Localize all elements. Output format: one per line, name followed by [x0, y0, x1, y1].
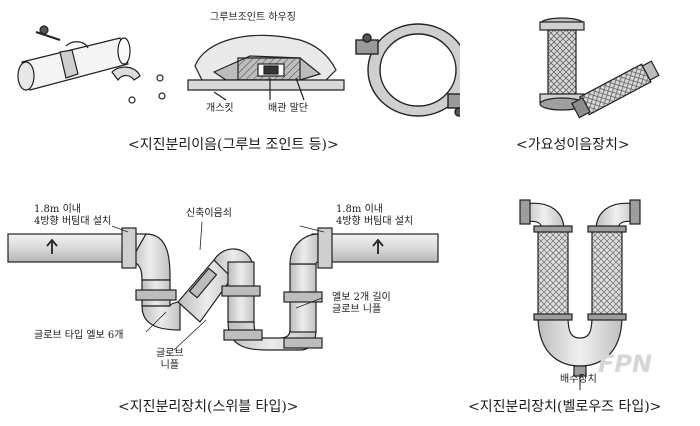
right-pipe — [311, 233, 439, 263]
swivel-caption: <지진분리장치(스위블 타입)> — [118, 399, 299, 415]
globe-elbow-label: 글로브 타입 엘보 6개 — [34, 330, 124, 341]
expansion-joint-label: 신축이음쇠 — [186, 208, 232, 219]
groove-joint-illustration — [17, 23, 460, 117]
pipe-end-label: 배관 말단 — [268, 103, 308, 114]
drain-label: 배수장치 — [560, 374, 597, 385]
flexible-joint-caption: <가요성이음장치> — [516, 137, 630, 153]
groove-joint-caption: <지진분리이음(그루브 조인트 등)> — [128, 137, 339, 153]
swivel-panel: 1.8m 이내 4방향 버팀대 설치 신축이음쇠 1.8m 이내 4방향 버팀대… — [0, 190, 460, 426]
elbow-nipple-label: 엘보 2개 길이 글로브 니플 — [332, 292, 391, 315]
pipe-with-clamp — [17, 25, 166, 104]
right-support-label: 1.8m 이내 4방향 버팀대 설치 — [336, 204, 414, 227]
bellows-illustration — [519, 199, 641, 390]
left-support-label: 1.8m 이내 4방향 버팀대 설치 — [34, 204, 112, 227]
flexible-joint-panel: <가요성이음장치> — [500, 0, 700, 160]
swivel-illustration — [7, 221, 439, 351]
ring-coupling — [355, 23, 460, 117]
flexible-joint-illustration — [539, 17, 660, 119]
fpn-watermark: FPN — [598, 350, 653, 378]
housing-label: 그루브조인트 하우징 — [210, 12, 296, 23]
bellows-caption: <지진분리장치(벨로우즈 타입)> — [468, 399, 662, 415]
globe-nipple-label: 글로브 니플 — [156, 348, 184, 371]
groove-joint-panel: 그루브조인트 하우징 개스킷 배관 말단 <지진분리이음(그루브 조인트 등)> — [0, 0, 460, 160]
housing-cutaway — [187, 34, 345, 101]
bellows-panel: 배수장치 FPN <지진분리장치(벨로우즈 타입)> — [460, 190, 700, 426]
gasket-label: 개스킷 — [206, 103, 234, 114]
